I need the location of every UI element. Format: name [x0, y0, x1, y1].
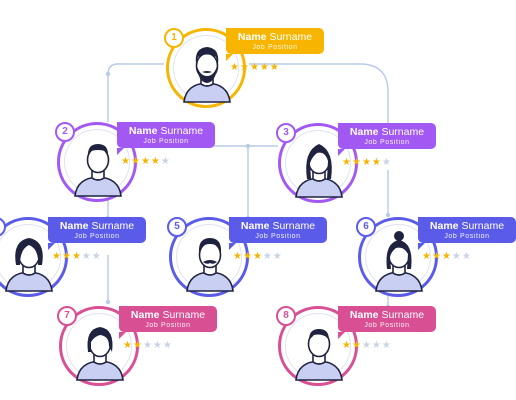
rating-stars: ★★★★★ — [233, 251, 283, 262]
name-tag[interactable]: Name Surname Job Position — [226, 28, 324, 61]
star-empty-icon: ★ — [361, 340, 372, 351]
star-filled-icon: ★ — [269, 62, 280, 73]
node-number-badge: 6 — [356, 217, 376, 237]
job-position: Job Position — [255, 233, 301, 240]
name-tag[interactable]: Name Surname Job Position — [117, 122, 215, 155]
star-filled-icon: ★ — [441, 251, 452, 262]
star-filled-icon: ★ — [249, 62, 260, 73]
job-position: Job Position — [145, 322, 191, 329]
star-empty-icon: ★ — [451, 251, 462, 262]
star-filled-icon: ★ — [342, 157, 352, 168]
job-position: Job Position — [364, 139, 410, 146]
man-short-hair-icon — [285, 313, 351, 381]
node-number-badge: 1 — [164, 28, 184, 48]
star-empty-icon: ★ — [371, 340, 382, 351]
woman-short-hair-icon — [66, 313, 132, 381]
star-empty-icon: ★ — [81, 251, 92, 262]
connector-1-2 — [107, 63, 164, 122]
rating-stars: ★★★★★ — [342, 157, 392, 168]
star-filled-icon: ★ — [121, 156, 131, 167]
star-empty-icon: ★ — [142, 340, 153, 351]
star-filled-icon: ★ — [252, 251, 263, 262]
employee-name: Name Surname — [349, 126, 425, 138]
job-position: Job Position — [74, 233, 120, 240]
name-tag[interactable]: Name Surname Job Position — [338, 123, 436, 156]
node-number-badge: 7 — [57, 306, 77, 326]
star-filled-icon: ★ — [132, 340, 143, 351]
star-empty-icon: ★ — [91, 251, 102, 262]
rating-stars: ★★★★★ — [121, 156, 171, 167]
employee-name: Name Surname — [349, 309, 425, 321]
employee-name: Name Surname — [429, 220, 505, 232]
job-position: Job Position — [364, 322, 410, 329]
star-empty-icon: ★ — [152, 340, 163, 351]
name-tag[interactable]: Name Surname Job Position — [48, 217, 146, 250]
rating-stars: ★★★★★ — [422, 251, 472, 262]
star-filled-icon: ★ — [259, 62, 270, 73]
star-empty-icon: ★ — [160, 156, 171, 167]
rating-stars: ★★★★★ — [342, 340, 392, 351]
star-filled-icon: ★ — [342, 340, 352, 351]
employee-name: Name Surname — [240, 220, 316, 232]
employee-name: Name Surname — [59, 220, 135, 232]
node-number-badge: 8 — [276, 306, 296, 326]
star-filled-icon: ★ — [71, 251, 82, 262]
name-tag[interactable]: Name Surname Job Position — [119, 306, 217, 339]
star-filled-icon: ★ — [61, 251, 72, 262]
node-number-badge: 2 — [55, 122, 75, 142]
star-filled-icon: ★ — [140, 156, 151, 167]
connector-1-3 — [249, 63, 389, 132]
star-filled-icon: ★ — [239, 62, 250, 73]
star-filled-icon: ★ — [422, 251, 432, 262]
star-empty-icon: ★ — [272, 251, 283, 262]
star-filled-icon: ★ — [242, 251, 253, 262]
job-position: Job Position — [444, 233, 490, 240]
job-position: Job Position — [143, 138, 189, 145]
connector-dot — [245, 143, 251, 149]
star-filled-icon: ★ — [351, 157, 362, 168]
node-number-badge: 3 — [276, 123, 296, 143]
star-empty-icon: ★ — [162, 340, 173, 351]
connector-dot — [105, 71, 111, 77]
star-empty-icon: ★ — [381, 157, 392, 168]
star-filled-icon: ★ — [431, 251, 442, 262]
name-tag[interactable]: Name Surname Job Position — [338, 306, 436, 339]
star-filled-icon: ★ — [351, 340, 362, 351]
star-filled-icon: ★ — [371, 157, 382, 168]
rating-stars: ★★★★★ — [230, 62, 280, 73]
star-filled-icon: ★ — [230, 62, 240, 73]
star-empty-icon: ★ — [262, 251, 273, 262]
employee-name: Name Surname — [237, 31, 313, 43]
star-filled-icon: ★ — [233, 251, 243, 262]
job-position: Job Position — [252, 44, 298, 51]
rating-stars: ★★★★★ — [123, 340, 173, 351]
node-number-badge: 5 — [167, 217, 187, 237]
name-tag[interactable]: Name Surname Job Position — [418, 217, 516, 250]
star-filled-icon: ★ — [52, 251, 62, 262]
name-tag[interactable]: Name Surname Job Position — [229, 217, 327, 250]
connector-dot — [105, 299, 111, 305]
woman-long-hair-icon — [285, 130, 351, 198]
employee-name: Name Surname — [130, 309, 206, 321]
rating-stars: ★★★★★ — [52, 251, 102, 262]
connector-dot — [385, 212, 391, 218]
star-empty-icon: ★ — [381, 340, 392, 351]
employee-name: Name Surname — [128, 125, 204, 137]
star-filled-icon: ★ — [150, 156, 161, 167]
star-filled-icon: ★ — [361, 157, 372, 168]
man-beard-icon — [173, 35, 239, 103]
star-filled-icon: ★ — [130, 156, 141, 167]
star-filled-icon: ★ — [123, 340, 133, 351]
star-empty-icon: ★ — [461, 251, 472, 262]
